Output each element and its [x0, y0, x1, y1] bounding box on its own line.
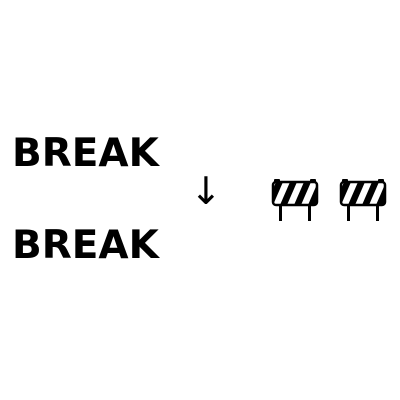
- barrier-icon: [271, 179, 319, 221]
- down-arrow-icon: ↓: [190, 169, 222, 213]
- bottom-word: BREAK: [12, 223, 159, 268]
- top-word: BREAK: [12, 131, 159, 176]
- barrier-icon: [339, 179, 387, 221]
